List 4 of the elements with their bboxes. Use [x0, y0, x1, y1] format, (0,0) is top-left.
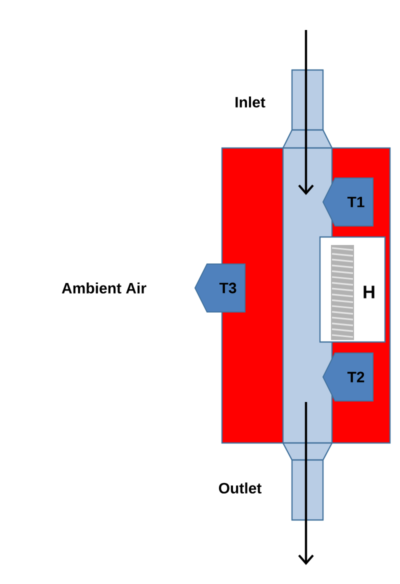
part-label: Outlet	[218, 482, 262, 494]
heater-box: H	[319, 236, 386, 343]
part-label: Inlet	[236, 96, 266, 108]
part-label: Ambient Air	[62, 282, 146, 294]
